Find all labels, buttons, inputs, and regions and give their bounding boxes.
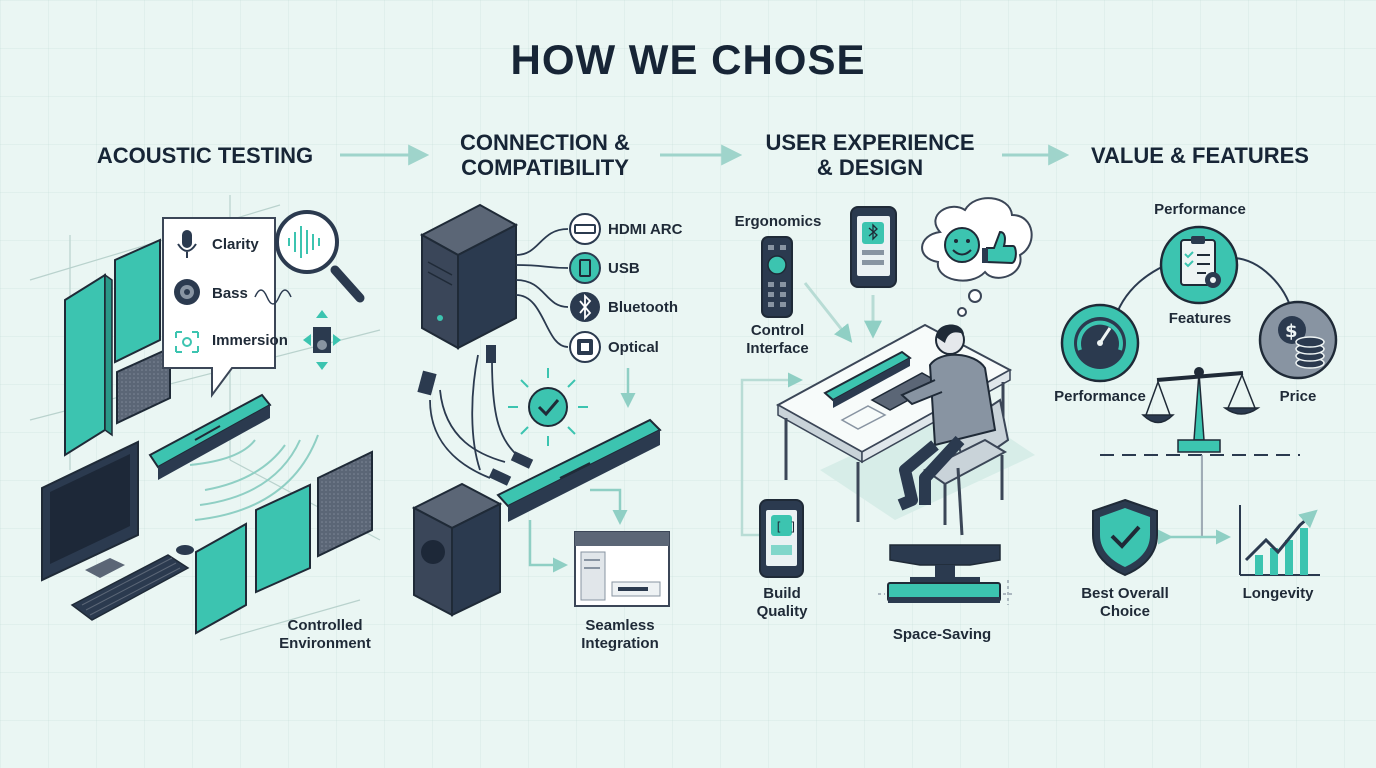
surround-speaker-icon bbox=[303, 310, 341, 370]
label-immersion: Immersion bbox=[212, 332, 288, 349]
thumbs-up-icon bbox=[982, 230, 1017, 265]
sound-waves bbox=[189, 434, 319, 521]
growth-chart-icon bbox=[1239, 505, 1320, 576]
acoustic-panel bbox=[195, 522, 247, 635]
hdmi-port-icon bbox=[569, 213, 601, 245]
label-best-overall-choice: Best Overall Choice bbox=[1081, 585, 1169, 620]
label-space-saving: Space-Saving bbox=[892, 626, 992, 643]
acoustic-panel bbox=[317, 450, 373, 558]
tv-stand-icon bbox=[878, 544, 1012, 605]
monitor-icon bbox=[41, 440, 139, 582]
cables bbox=[429, 354, 521, 479]
phone-app-icon bbox=[850, 206, 897, 288]
label-price: Price bbox=[1279, 388, 1317, 405]
label-controlled-environment: Controlled Environment bbox=[279, 617, 371, 652]
smiley-icon bbox=[944, 227, 980, 263]
label-seamless-integration: Seamless Integration bbox=[581, 617, 659, 652]
label-optical: Optical bbox=[608, 339, 659, 356]
optical-port-icon bbox=[569, 331, 601, 363]
magnifier-icon bbox=[275, 210, 365, 303]
soundbar bbox=[148, 393, 272, 480]
shield-check-icon bbox=[1092, 498, 1158, 577]
remote-control-icon bbox=[761, 236, 793, 318]
label-performance-top: Performance bbox=[1154, 201, 1246, 218]
gauge-icon bbox=[1060, 303, 1140, 383]
connection-illustration bbox=[411, 203, 670, 617]
acoustic-panel bbox=[255, 483, 311, 594]
page-title: HOW WE CHOSE bbox=[510, 36, 866, 83]
label-clarity: Clarity bbox=[212, 236, 259, 253]
soundbar bbox=[496, 418, 662, 522]
usb-port-icon bbox=[569, 252, 601, 284]
label-features: Features bbox=[1168, 310, 1232, 327]
svg-text:[ ]: [ ] bbox=[775, 520, 797, 534]
label-control-interface: Control Interface bbox=[746, 322, 809, 357]
label-bass: Bass bbox=[212, 285, 248, 302]
clipboard-icon bbox=[1159, 225, 1239, 305]
person-figure bbox=[897, 324, 997, 511]
cable-plug-icon bbox=[417, 345, 534, 486]
speaker-icon bbox=[174, 279, 200, 305]
label-build-quality: Build Quality bbox=[756, 585, 808, 620]
keyboard-icon bbox=[70, 545, 194, 621]
desktop-computer bbox=[411, 482, 503, 617]
bluetooth-icon bbox=[570, 292, 600, 322]
immersion-icon bbox=[175, 331, 199, 353]
label-hdmi-arc: HDMI ARC bbox=[608, 221, 683, 238]
tower-computer bbox=[419, 203, 519, 350]
acoustic-panel bbox=[116, 346, 171, 425]
section-title-ux: USER EXPERIENCE & DESIGN bbox=[765, 130, 975, 180]
label-ergonomics: Ergonomics bbox=[734, 213, 822, 230]
ux-illustration: [ ] bbox=[740, 197, 1035, 605]
integration-window bbox=[574, 531, 670, 607]
chair bbox=[923, 398, 1010, 536]
phone-build-icon: [ ] bbox=[759, 499, 804, 578]
label-bluetooth: Bluetooth bbox=[608, 299, 678, 316]
acoustic-panel bbox=[64, 273, 113, 457]
value-illustration: $ bbox=[1060, 225, 1338, 577]
section-title-value: VALUE & FEATURES bbox=[1091, 143, 1309, 168]
soundbar bbox=[823, 350, 912, 408]
balance-scale-icon bbox=[1141, 367, 1261, 453]
section-title-acoustic: ACOUSTIC TESTING bbox=[96, 143, 314, 168]
microphone-icon bbox=[177, 230, 197, 258]
check-badge-icon bbox=[508, 368, 588, 446]
price-coins-icon: $ bbox=[1258, 300, 1338, 380]
acoustic-panel bbox=[114, 238, 161, 364]
label-performance: Performance bbox=[1054, 388, 1146, 405]
label-longevity: Longevity bbox=[1242, 585, 1314, 602]
svg-text:$: $ bbox=[1285, 321, 1298, 342]
thought-bubble bbox=[921, 197, 1033, 317]
section-title-connection: CONNECTION & COMPATIBILITY bbox=[460, 130, 630, 180]
acoustic-metrics-card bbox=[162, 217, 341, 399]
acoustic-illustration bbox=[29, 195, 381, 641]
bass-wave-icon bbox=[254, 289, 292, 305]
label-usb: USB bbox=[608, 260, 640, 277]
